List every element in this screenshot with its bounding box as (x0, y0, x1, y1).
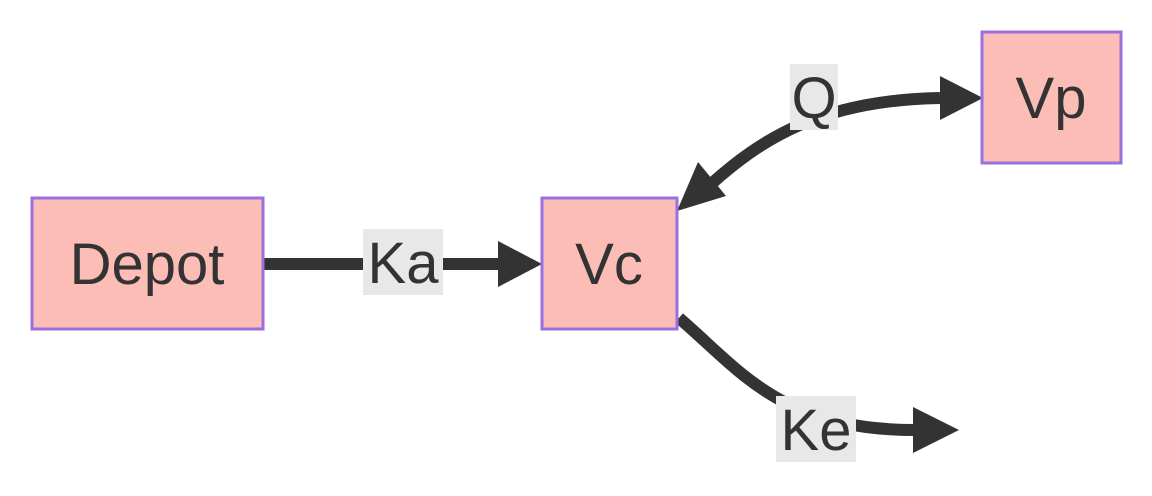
edge-ke-path (675, 313, 916, 436)
node-vp: Vp (980, 30, 1123, 165)
arrow-ke-head (913, 407, 959, 453)
arrow-ka-head (498, 241, 542, 287)
edge-ke-label-bg (776, 396, 856, 462)
node-vp-box (980, 30, 1123, 165)
node-depot: Depot (30, 196, 265, 331)
edge-ka-label: Ka (368, 231, 440, 296)
edge-ke-label: Ke (781, 398, 852, 463)
node-vc-box (540, 196, 679, 331)
node-vp-label: Vp (1016, 66, 1087, 131)
node-depot-label: Depot (70, 232, 225, 297)
arrow-q-head-to-vp (940, 76, 983, 120)
edge-ka-label-bg (363, 229, 443, 295)
node-vc: Vc (540, 196, 679, 331)
edge-q: Q (677, 64, 983, 211)
node-vc-label: Vc (575, 232, 643, 297)
node-depot-box (30, 196, 265, 331)
edge-ka: Ka (263, 229, 542, 296)
arrow-q-head-to-vc (677, 162, 726, 211)
edge-q-label: Q (791, 66, 836, 131)
edge-ke: Ke (675, 313, 959, 463)
edge-q-label-bg (790, 64, 838, 130)
